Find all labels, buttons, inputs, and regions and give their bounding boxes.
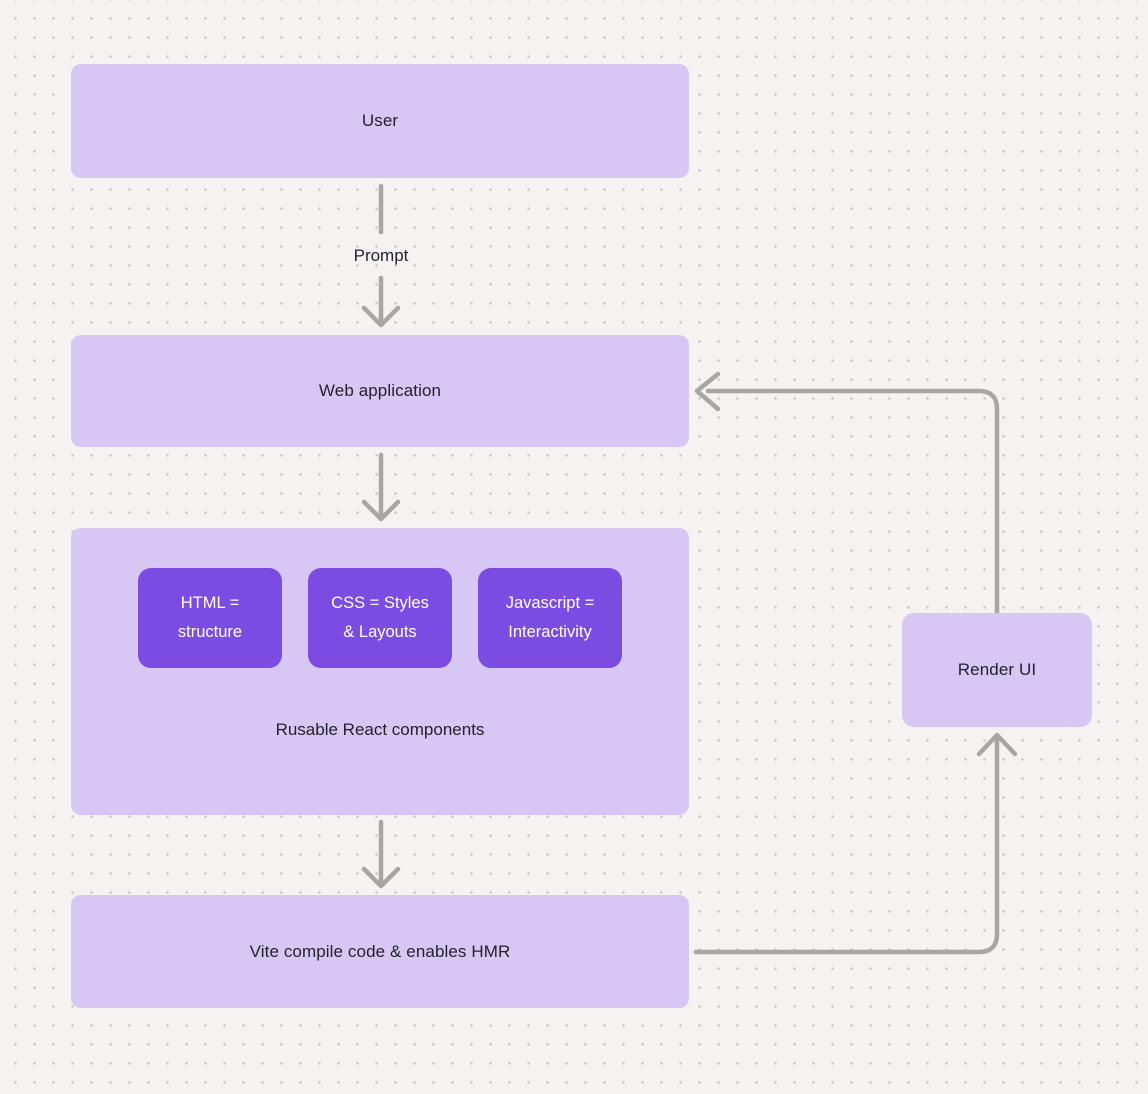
chip-javascript[interactable]: Javascript = Interactivity (478, 568, 622, 668)
connector-vite-to-renderui-arrowhead-icon (976, 732, 1018, 757)
chip-javascript-label: Javascript = Interactivity (505, 594, 595, 641)
connector-webapp-to-components-arrowhead-icon (361, 499, 401, 522)
components-group-caption: Rusable React components (275, 720, 485, 739)
chip-css[interactable]: CSS = Styles & Layouts (308, 568, 452, 668)
node-vite-label: Vite compile code & enables HMR (249, 941, 511, 961)
connector-vite-to-renderui-line[interactable] (693, 737, 1000, 955)
connector-user-to-webapp-arrowhead-icon (361, 305, 401, 328)
connector-webapp-to-components[interactable] (361, 452, 401, 522)
connector-vite-to-renderui[interactable] (693, 732, 1018, 955)
connector-renderui-to-webapp[interactable] (694, 371, 1000, 616)
node-user[interactable]: User (71, 64, 689, 178)
node-web-application-label: Web application (318, 381, 442, 400)
chip-html[interactable]: HTML = structure (138, 568, 282, 668)
node-web-application[interactable]: Web application (71, 335, 689, 447)
node-render-ui-label: Render UI (957, 660, 1037, 679)
edge-label-prompt: Prompt (353, 246, 409, 265)
connector-components-to-vite[interactable] (361, 819, 401, 889)
connector-renderui-to-webapp-line[interactable] (705, 388, 1000, 616)
chip-css-label: CSS = Styles & Layouts (331, 594, 429, 641)
chip-html-label: HTML = structure (177, 594, 243, 641)
node-render-ui[interactable]: Render UI (902, 613, 1092, 727)
node-user-label: User (361, 111, 399, 130)
connector-user-to-webapp[interactable] (361, 183, 401, 328)
connector-renderui-to-webapp-arrowhead-icon (694, 371, 721, 412)
connector-components-to-vite-arrowhead-icon (361, 866, 401, 889)
node-vite[interactable]: Vite compile code & enables HMR (71, 895, 689, 1008)
